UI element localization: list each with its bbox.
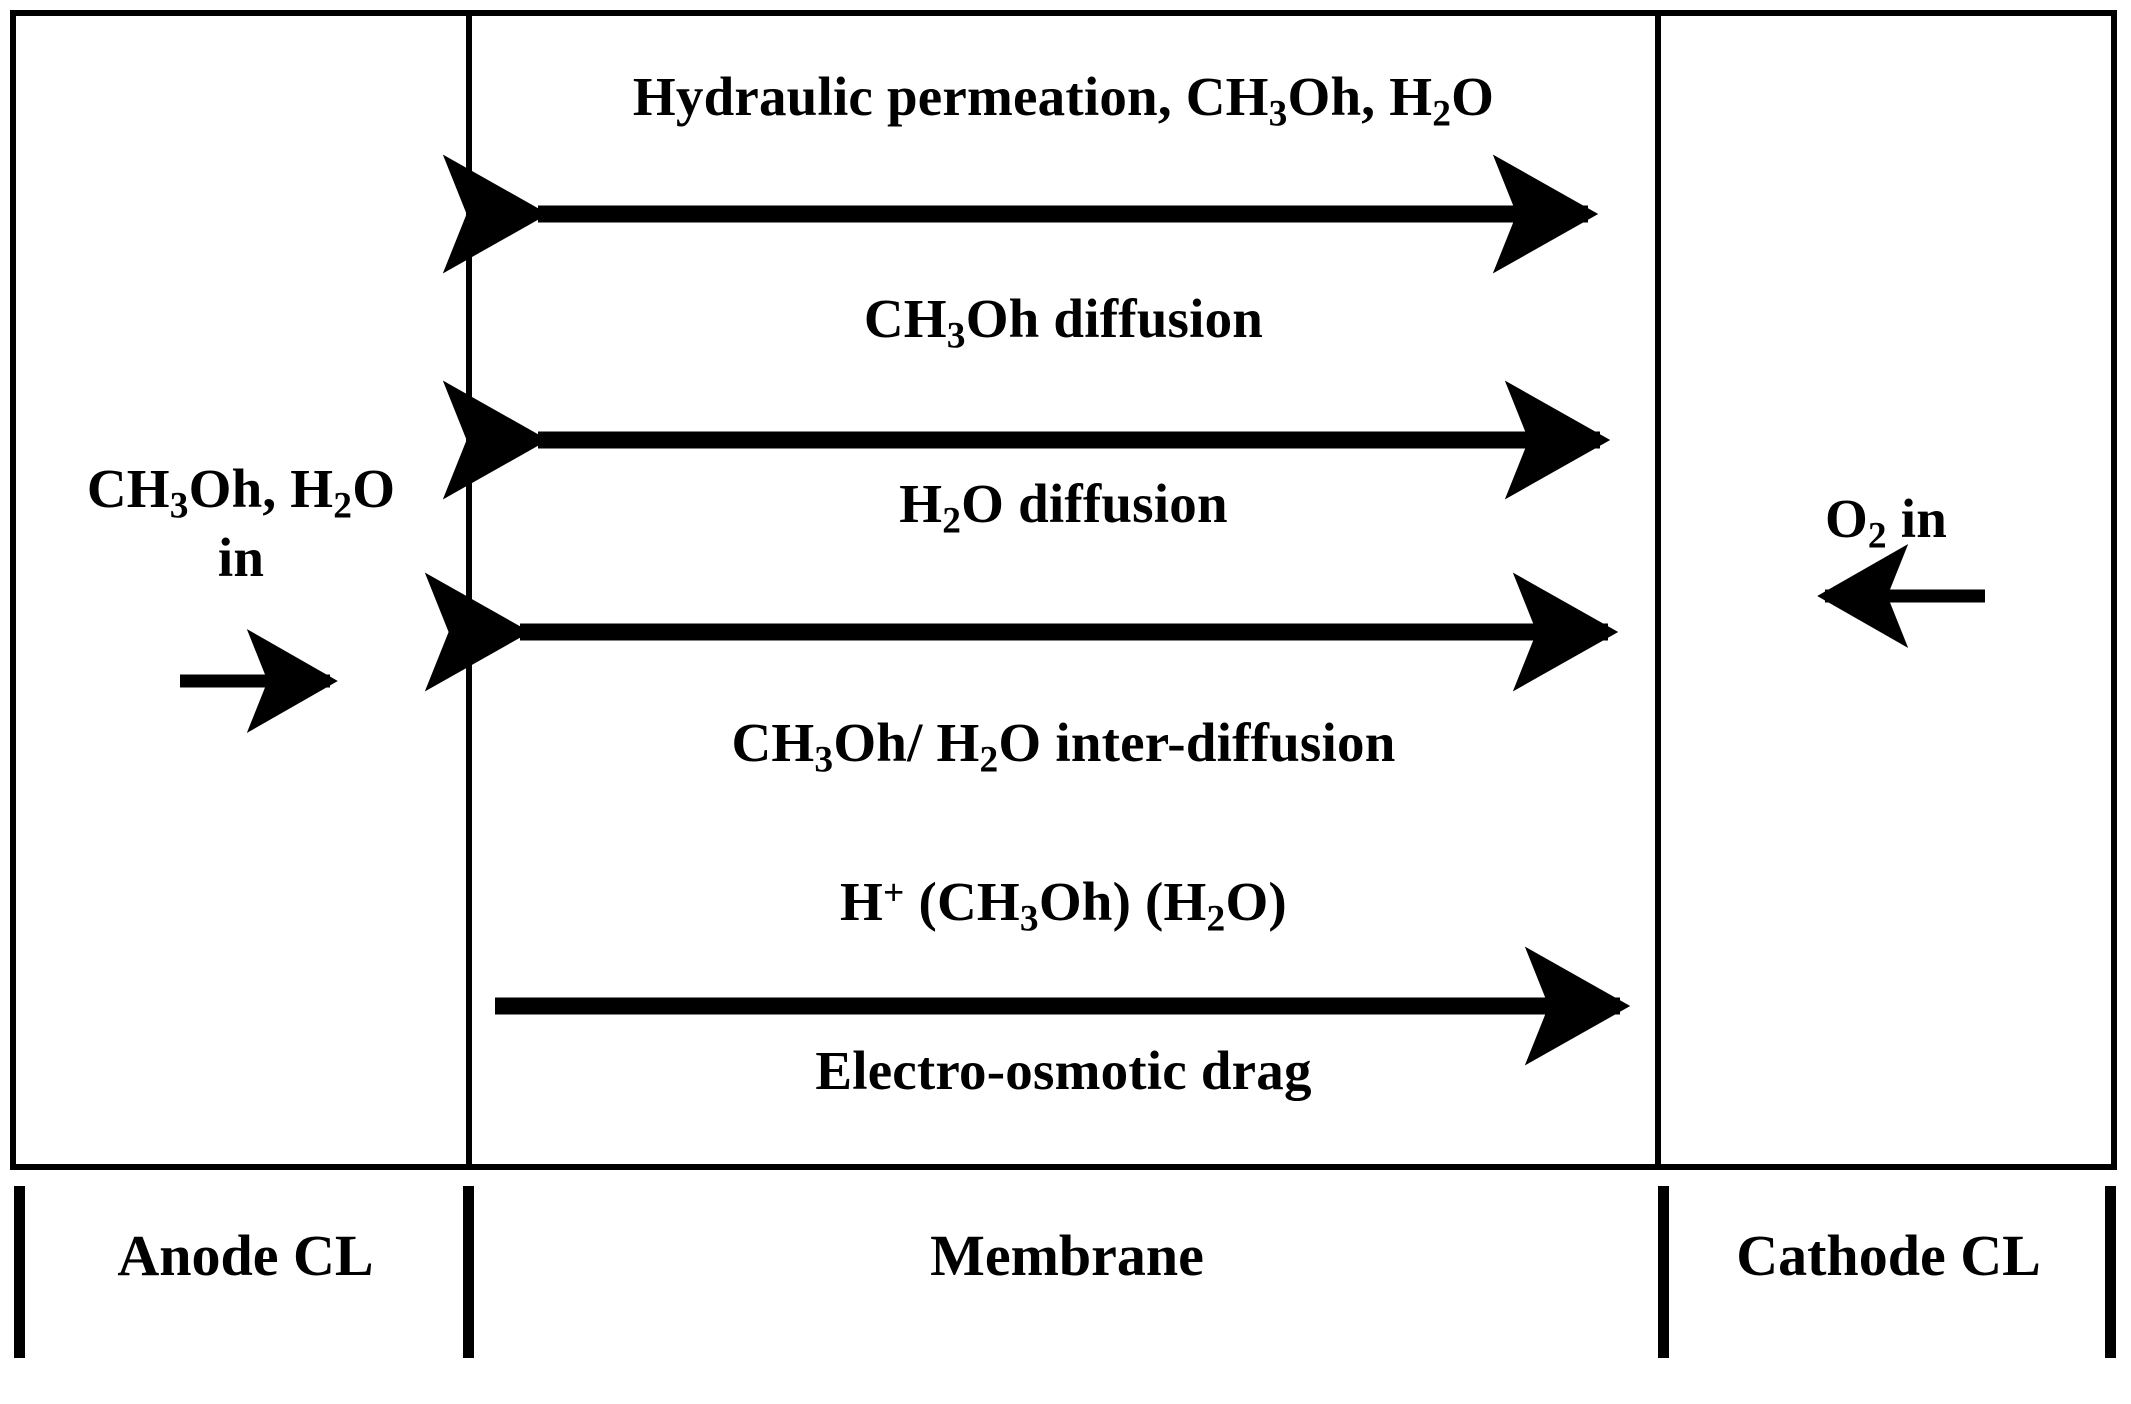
anode-feed-line1: CH3Oh, H2O — [86, 458, 396, 527]
anode-feed-line2: in — [217, 527, 265, 589]
cathode-feed-label: O2 in — [1824, 488, 1948, 557]
legend-label-anode: Anode CL — [117, 1223, 374, 1288]
legend-label-cathode: Cathode CL — [1736, 1223, 2041, 1288]
layer-legend: Anode CL Membrane Cathode CL — [0, 1186, 2131, 1366]
legend-label-membrane: Membrane — [930, 1223, 1204, 1288]
inter-diffusion-label: CH3Oh/ H2O inter-diffusion — [731, 712, 1396, 781]
cathode-column — [1661, 16, 2111, 1164]
legend-tick-right — [2105, 1186, 2116, 1358]
h2o-diffusion-label: H2O diffusion — [899, 473, 1228, 542]
ch3oh-diffusion-label: CH3Oh diffusion — [863, 288, 1264, 357]
legend-tick-left — [14, 1186, 25, 1358]
electro-osmotic-drag-label: Electro-osmotic drag — [815, 1040, 1312, 1101]
anode-feed-label: CH3Oh, H2O in — [16, 458, 466, 589]
proton-hydration-label: H+ (CH3Oh) (H2O) — [840, 871, 1287, 940]
membrane-cathode-divider — [1655, 10, 1661, 1170]
hydraulic-permeation-label: Hydraulic permeation, CH3Oh, H2O — [632, 66, 1495, 135]
anode-column — [16, 16, 466, 1164]
legend-tick-anode-right — [463, 1186, 474, 1358]
membrane-column — [472, 16, 1655, 1164]
legend-tick-cathode-left — [1658, 1186, 1669, 1358]
